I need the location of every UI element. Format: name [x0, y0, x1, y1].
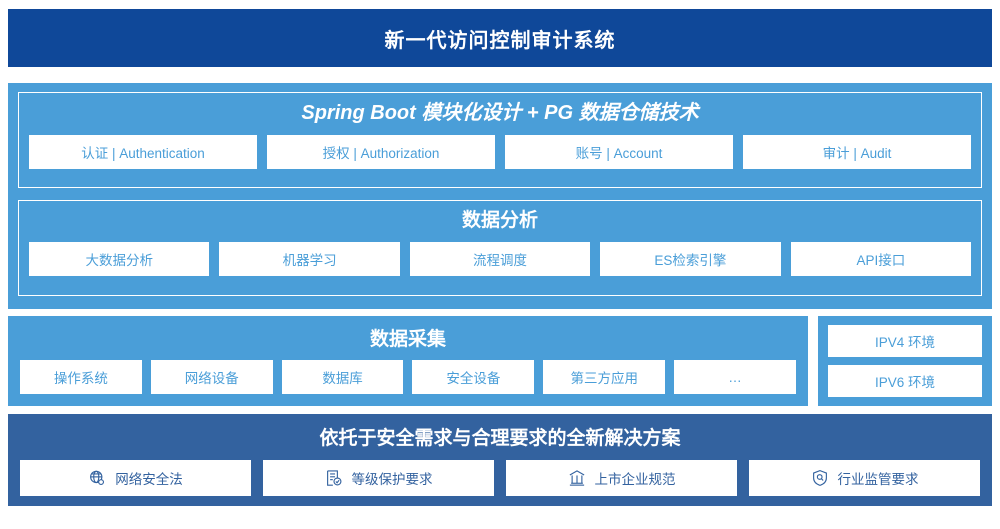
collection-source-database[interactable]: 数据库	[281, 360, 404, 394]
collection-row: 数据采集 操作系统 网络设备 数据库 安全设备 第三方应用 … IPV4 环境 …	[8, 316, 992, 406]
globe-icon	[88, 469, 106, 487]
compliance-item-label: 等级保护要求	[351, 472, 433, 487]
platform-module-account[interactable]: 账号 | Account	[505, 135, 733, 169]
compliance-item-label: 网络安全法	[115, 472, 183, 487]
environment-panel: IPV4 环境 IPV6 环境	[818, 316, 992, 406]
collection-source-more[interactable]: …	[674, 360, 796, 394]
analysis-module-process-scheduling[interactable]: 流程调度	[409, 241, 591, 276]
collection-source-security-device[interactable]: 安全设备	[412, 360, 535, 394]
platform-module-authorization[interactable]: 授权 | Authorization	[267, 135, 495, 169]
environment-ipv4[interactable]: IPV4 环境	[828, 325, 982, 357]
collection-source-row: 操作系统 网络设备 数据库 安全设备 第三方应用 …	[20, 360, 796, 394]
shield-search-icon	[811, 469, 829, 487]
analysis-module-row: 大数据分析 机器学习 流程调度 ES检索引擎 API接口	[29, 241, 972, 276]
collection-layer-title: 数据采集	[369, 329, 446, 350]
analysis-module-machine-learning[interactable]: 机器学习	[219, 241, 400, 276]
platform-module-authentication[interactable]: 认证 | Authentication	[29, 135, 257, 169]
platform-layer-panel: Spring Boot 模块化设计 + PG 数据仓储技术 认证 | Authe…	[18, 92, 982, 188]
environment-ipv6[interactable]: IPV6 环境	[828, 365, 982, 397]
analysis-module-es-search[interactable]: ES检索引擎	[600, 241, 781, 276]
bank-icon	[568, 469, 586, 487]
compliance-layer-title: 依托于安全需求与合理要求的全新解决方案	[319, 428, 681, 449]
compliance-item-row: 网络安全法 等级保护要求	[20, 460, 980, 496]
compliance-item-label: 上市企业规范	[594, 472, 676, 487]
compliance-item-label: 行业监管要求	[837, 472, 919, 487]
document-check-icon	[325, 469, 343, 487]
upper-layers-container: Spring Boot 模块化设计 + PG 数据仓储技术 认证 | Authe…	[8, 83, 992, 309]
collection-layer-panel: 数据采集 操作系统 网络设备 数据库 安全设备 第三方应用 …	[8, 316, 808, 406]
collection-source-network-device[interactable]: 网络设备	[150, 360, 273, 394]
collection-source-os[interactable]: 操作系统	[20, 360, 142, 394]
compliance-item-listed-company-standard[interactable]: 上市企业规范	[506, 460, 737, 496]
compliance-item-industry-regulation[interactable]: 行业监管要求	[749, 460, 980, 496]
analysis-module-bigdata[interactable]: 大数据分析	[29, 241, 210, 276]
compliance-item-cybersecurity-law[interactable]: 网络安全法	[20, 460, 251, 496]
page-title: 新一代访问控制审计系统	[384, 29, 616, 52]
analysis-module-api[interactable]: API接口	[790, 241, 972, 276]
collection-source-third-party-app[interactable]: 第三方应用	[543, 360, 666, 394]
header-bar: 新一代访问控制审计系统	[8, 9, 992, 67]
platform-module-row: 认证 | Authentication 授权 | Authorization 账…	[29, 135, 971, 169]
analysis-layer-title: 数据分析	[461, 210, 538, 231]
platform-module-audit[interactable]: 审计 | Audit	[743, 135, 971, 169]
platform-layer-title: Spring Boot 模块化设计 + PG 数据仓储技术	[301, 102, 699, 124]
analysis-layer-panel: 数据分析 大数据分析 机器学习 流程调度 ES检索引擎 API接口	[18, 200, 982, 296]
compliance-layer-panel: 依托于安全需求与合理要求的全新解决方案 网络安全法	[8, 414, 992, 506]
compliance-item-classified-protection[interactable]: 等级保护要求	[263, 460, 494, 496]
